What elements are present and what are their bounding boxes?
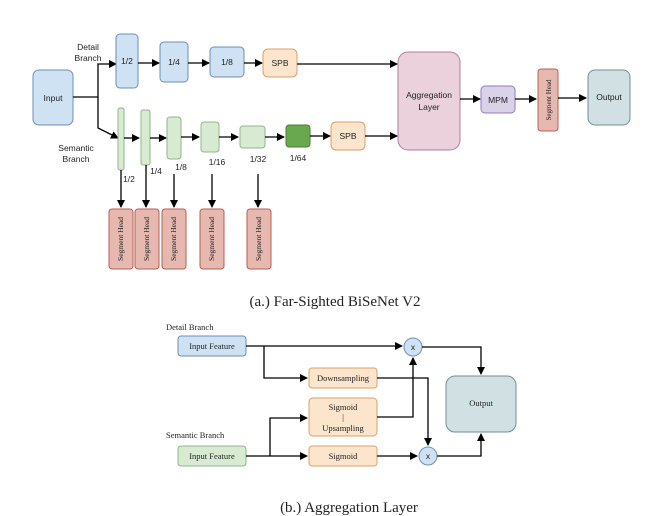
semantic-input-feature-label: Input Feature [189, 451, 235, 461]
aggregation-label-line1: Aggregation [406, 90, 452, 100]
semantic-stage-1-16 [200, 121, 220, 153]
detail-spb-label: SPB [271, 58, 288, 68]
downsampling-to-multiply-arrow [377, 377, 432, 446]
sigmoid-upsampling-label-line1: Sigmoid [329, 402, 359, 412]
segment-head-2 [134, 208, 160, 270]
top-multiply-to-output-arrow [422, 346, 485, 375]
segment-head-4 [199, 208, 225, 270]
semantic-stage-1-2 [117, 107, 125, 171]
segment-head-1-label: Segment Head [116, 217, 125, 261]
segment-head-5-label: Segment Head [254, 217, 263, 261]
semantic-stage-1-64-label: 1/64 [290, 153, 307, 163]
segment-head-4-label: Segment Head [207, 217, 216, 261]
caption-b: (b.) Aggregation Layer [280, 500, 418, 516]
input-label: Input [44, 93, 64, 103]
caption-a: (a.) Far-Sighted BiSeNet V2 [249, 294, 420, 310]
semantic-branch-label-line1: Semantic [58, 143, 94, 153]
segment-head-3 [161, 208, 187, 270]
input-to-semantic-arrow [97, 97, 119, 139]
mpm-label: MPM [488, 95, 508, 105]
semantic-stage-1-64 [285, 124, 311, 148]
final-segment-head-label: Segment Head [545, 79, 553, 121]
semantic-stage-1-8-label: 1/8 [175, 162, 187, 172]
aggregation-layer [397, 51, 461, 151]
detail-stage-1-4-label: 1/4 [168, 57, 180, 67]
semantic-branch-label-line2: Branch [63, 154, 90, 164]
detail-to-downsampling-arrow [263, 346, 308, 382]
upsampling-to-multiply-arrow [377, 357, 417, 418]
multiply-top-label: x [411, 342, 416, 352]
aggregation-output-label: Output [469, 398, 493, 408]
semantic-stage-1-16-label: 1/16 [209, 157, 226, 167]
detail-branch-label-line1: Detail [77, 42, 99, 52]
semantic-to-sigmoid-upsampling-arrow [269, 414, 308, 456]
aggregation-label-line2: Layer [418, 102, 439, 112]
sigmoid-upsampling-label-line3: Upsampling [322, 423, 364, 433]
output-node [587, 69, 631, 126]
segment-head-1 [108, 208, 134, 270]
semantic-stage-1-4-label: 1/4 [150, 166, 162, 176]
final-segment-head [537, 68, 559, 132]
segment-head-2-label: Segment Head [142, 217, 151, 261]
input-to-detail-arrow [73, 60, 117, 98]
output-label: Output [596, 92, 622, 102]
aggregation-layer-diagram: Detail Branch Semantic Branch Input Feat… [166, 322, 517, 516]
semantic-stage-1-32-label: 1/32 [250, 154, 267, 164]
semantic-spb-label: SPB [339, 131, 356, 141]
semantic-stage-1-2-label: 1/2 [123, 174, 135, 184]
detail-stage-1-4 [159, 41, 189, 83]
aggregation-output-node [445, 375, 517, 433]
detail-stage-1-8-label: 1/8 [221, 57, 233, 67]
sigmoid-label: Sigmoid [329, 451, 359, 461]
segment-head-5 [246, 208, 272, 270]
detail-stage-1-8 [209, 46, 245, 78]
segment-head-3-label: Segment Head [169, 217, 178, 261]
semantic-stage-1-4 [140, 109, 151, 166]
detail-spb [262, 48, 298, 78]
semantic-stage-1-32 [239, 125, 266, 149]
semantic-stage-1-8 [166, 116, 182, 160]
bottom-multiply-to-output-arrow [437, 433, 485, 457]
far-sighted-bisenet-diagram: Detail Branch Semantic Branch Input 1/2 … [32, 33, 631, 310]
sigmoid-upsampling-label-line2: | [342, 413, 344, 422]
downsampling-label: Downsampling [317, 373, 370, 383]
detail-input-feature-label: Input Feature [189, 341, 235, 351]
detail-branch-label: Detail Branch [166, 322, 214, 332]
multiply-bottom-label: x [426, 451, 431, 461]
semantic-branch-label: Semantic Branch [166, 430, 225, 440]
detail-stage-1-2 [115, 33, 139, 89]
detail-stage-1-2-label: 1/2 [121, 56, 133, 66]
detail-branch-label-line2: Branch [75, 53, 102, 63]
